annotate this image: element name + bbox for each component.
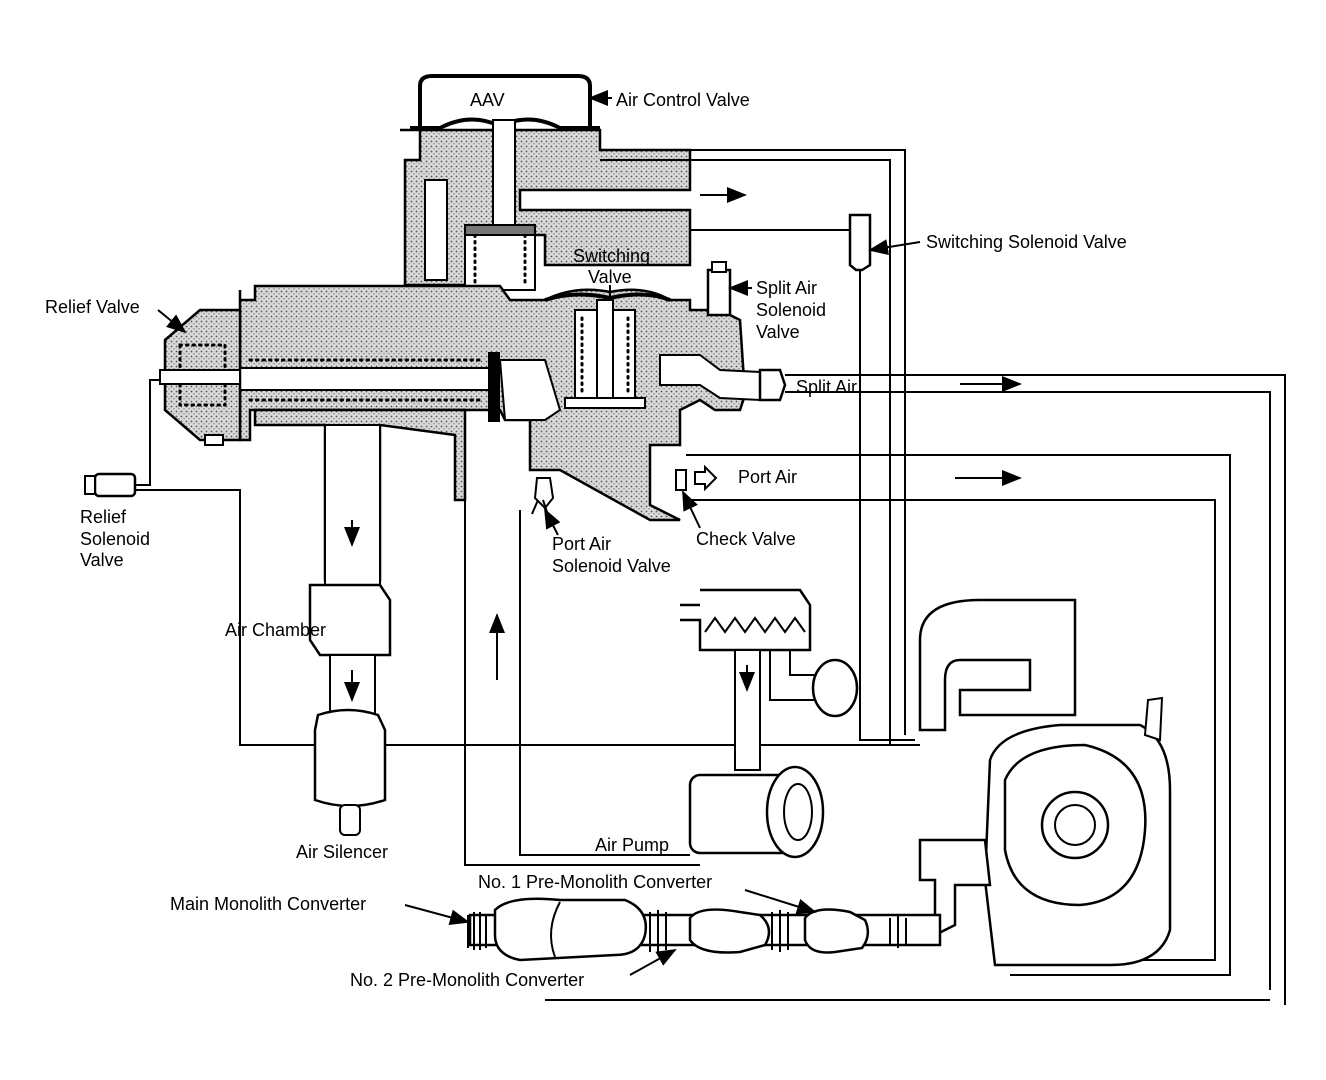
label-relief-solenoid-3: Valve xyxy=(80,550,124,570)
air-lines xyxy=(464,149,1286,1005)
label-check-valve: Check Valve xyxy=(696,529,796,549)
exhaust-system xyxy=(467,897,942,962)
horizontal-bore xyxy=(227,367,499,391)
label-relief-solenoid-2: Solenoid xyxy=(80,529,150,549)
exhaust-flex-joint-4 xyxy=(889,915,907,948)
label-no1-pre-monolith: No. 1 Pre-Monolith Converter xyxy=(478,872,712,892)
label-air-chamber: Air Chamber xyxy=(225,620,326,640)
label-switching-valve-2: Valve xyxy=(588,267,632,287)
upper-spring xyxy=(473,233,527,287)
relief-signal-line xyxy=(135,489,920,746)
air-silencer-body xyxy=(313,708,387,808)
label-aav: AAV xyxy=(470,90,505,110)
air-control-valve-body xyxy=(227,74,761,522)
no2-pre-monolith-converter xyxy=(688,908,771,954)
rotor-shaft xyxy=(1054,804,1096,846)
aav-stem xyxy=(492,119,516,231)
label-port-air-solenoid-2: Solenoid Valve xyxy=(552,556,671,576)
main-monolith-converter xyxy=(493,897,648,962)
leader-main-monolith xyxy=(404,904,470,926)
leader-check-valve xyxy=(682,490,701,529)
aav-control-line-2 xyxy=(600,159,891,745)
split-air-line xyxy=(785,374,1286,1005)
lower-valve-plate xyxy=(564,397,646,409)
upper-spring-cap xyxy=(464,224,536,236)
label-port-air-solenoid-1: Port Air xyxy=(552,534,611,554)
label-no2-pre-monolith: No. 2 Pre-Monolith Converter xyxy=(350,970,584,990)
label-main-monolith: Main Monolith Converter xyxy=(170,894,366,914)
label-split-air-solenoid-1: Split Air xyxy=(756,278,817,298)
intake-manifold xyxy=(918,598,1077,732)
air-silencer-outlet xyxy=(339,804,361,836)
label-switching-solenoid-valve: Switching Solenoid Valve xyxy=(926,232,1127,252)
no1-pre-monolith-converter xyxy=(803,908,870,954)
switching-valve-disc xyxy=(544,292,671,302)
aav-inner-slot xyxy=(424,179,448,281)
leader-no2-pre-monolith xyxy=(629,949,677,976)
split-air-solenoid-cap xyxy=(711,261,727,273)
vertical-pipe xyxy=(324,424,381,586)
relief-solenoid-body xyxy=(93,472,137,498)
label-split-air-solenoid-2: Solenoid xyxy=(756,300,826,320)
aav-dome xyxy=(418,74,592,130)
label-relief-valve: Relief Valve xyxy=(45,297,140,317)
split-air-line-inner xyxy=(785,391,1271,990)
exhaust-flex-joint-1 xyxy=(467,912,487,950)
main-monolith-seam xyxy=(550,901,561,958)
label-air-control-valve: Air Control Valve xyxy=(616,90,750,110)
port-air-solenoid-valve xyxy=(531,477,555,516)
switching-solenoid-signal-line xyxy=(859,270,915,741)
port-air-outline-arrow xyxy=(694,464,718,492)
air-pump-return-line xyxy=(519,510,690,856)
label-switching-valve-1: Switching xyxy=(573,246,650,266)
air-chamber-assembly xyxy=(253,408,467,836)
intake-connecting-hose xyxy=(769,650,815,701)
label-port-air: Port Air xyxy=(738,467,797,487)
label-air-silencer: Air Silencer xyxy=(296,842,388,862)
label-split-air-solenoid-3: Valve xyxy=(756,322,800,342)
leader-relief-valve xyxy=(157,309,187,334)
rotary-engine xyxy=(769,598,1172,967)
split-air-solenoid-body xyxy=(706,268,732,317)
aav-control-line xyxy=(600,149,906,735)
switching-valve-stem xyxy=(596,299,614,401)
relief-valve-stem xyxy=(159,369,241,385)
air-cleaner-housing xyxy=(680,588,812,652)
air-pump xyxy=(688,765,825,859)
split-air-check-valve xyxy=(758,368,787,402)
relief-solenoid-pipe xyxy=(135,379,160,486)
label-relief-solenoid-1: Relief xyxy=(80,507,127,527)
switching-solenoid-valve xyxy=(690,213,915,741)
air-cleaner xyxy=(680,588,812,771)
relief-solenoid-valve xyxy=(84,379,920,746)
intake-throttle xyxy=(811,658,859,718)
air-pump-supply-line xyxy=(464,495,700,866)
center-gasket xyxy=(488,352,500,422)
lower-spring xyxy=(580,316,630,394)
port-air-line xyxy=(686,454,1231,976)
switching-valve-chamber xyxy=(498,359,562,421)
leader-switching-solenoid xyxy=(868,239,921,256)
check-valve-body xyxy=(675,469,687,491)
leader-no1-pre-monolith xyxy=(744,889,817,915)
label-air-pump: Air Pump xyxy=(595,835,669,855)
label-split-air: Split Air xyxy=(796,377,857,397)
leader-port-air-solenoid xyxy=(544,508,561,536)
labels: AAV Air Control Valve Switching Solenoid… xyxy=(45,90,1127,990)
air-chamber-box xyxy=(308,583,392,657)
split-air-solenoid-valve xyxy=(706,261,732,317)
exhaust-flex-joint-2 xyxy=(649,910,667,952)
relief-valve-assembly xyxy=(159,308,242,446)
relief-valve-bottom-tab xyxy=(204,434,224,446)
relief-solenoid-cap xyxy=(84,475,96,495)
air-pump-pulley-inner xyxy=(783,783,813,841)
leader-lines xyxy=(157,90,921,976)
switching-solenoid-body xyxy=(848,213,872,272)
port-air-solenoid-body xyxy=(533,477,555,510)
engine-filler-neck xyxy=(1143,696,1164,742)
exhaust-flex-joint-3 xyxy=(771,910,789,952)
air-cleaner-element xyxy=(704,616,806,634)
